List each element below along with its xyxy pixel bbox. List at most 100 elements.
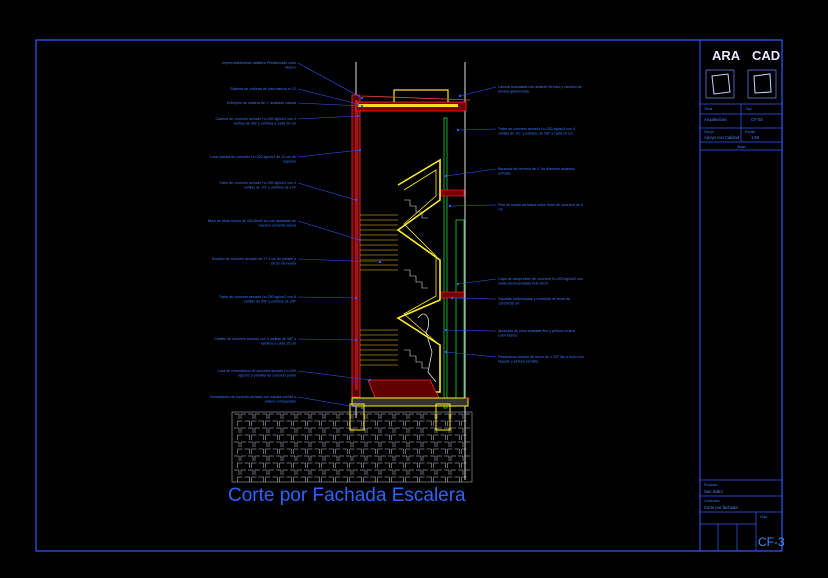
leader-dot (358, 238, 362, 242)
leader-dot (358, 148, 362, 152)
hatch-mark (328, 476, 334, 482)
annotations-right: Lámina acanalada con aislante térmico y … (498, 85, 584, 363)
hatch-mark (346, 469, 352, 475)
hatch-mark (286, 448, 292, 454)
hatch-mark (276, 455, 282, 461)
hatch-mark (377, 420, 383, 426)
leader-left-5 (297, 149, 361, 158)
hatch-mark (416, 469, 422, 475)
hatch-mark (384, 420, 390, 426)
leader-dot (368, 378, 372, 382)
hatch-mark (314, 420, 320, 426)
hatch-mark (391, 462, 397, 468)
hatch-mark (377, 434, 383, 440)
hatch-mark (234, 455, 240, 461)
sheet-number: CF-3 (758, 535, 785, 549)
annotation-right-5: Capa de compresión de concreto f'c=200 k… (498, 277, 583, 285)
hatch-mark (342, 448, 348, 454)
leader-dot (360, 406, 364, 410)
leader-left-6 (297, 182, 357, 201)
hatch-mark (391, 476, 397, 482)
hatch-mark (251, 476, 257, 482)
hatch-mark (258, 420, 264, 426)
hatch-mark (458, 469, 464, 475)
hatch-mark (234, 427, 240, 433)
hatch-mark (307, 476, 313, 482)
annotation-right-8: Pasamanos tubular de acero de 1 1/2" fij… (498, 355, 584, 363)
tb-field2-value: CF-03 (751, 117, 763, 122)
hatch-mark (461, 420, 467, 426)
hatch-mark (461, 476, 467, 482)
hatch-mark (450, 469, 456, 475)
hatch-mark (447, 420, 453, 426)
hatch-mark (440, 462, 446, 468)
hatch-mark (454, 420, 460, 426)
annotation-left-11: Losa de cimentación de concreto armado f… (218, 369, 297, 377)
hatch-mark (408, 427, 414, 433)
leader-right-6 (451, 297, 497, 300)
leader-dot (448, 204, 452, 208)
hatch-mark (430, 469, 436, 475)
hatch-mark (464, 455, 470, 461)
hatch-mark (265, 476, 271, 482)
hatch-mark (430, 413, 436, 419)
annotation-left-1: Impermeabilizante asfáltico Prefabricado… (222, 61, 297, 69)
hatch-mark (296, 427, 302, 433)
human-figure (417, 313, 437, 383)
annotation-left-10: Castillo de concreto armado con 4 varill… (214, 337, 296, 345)
annotation-left-5: Losa maciza de concreto f'c=200 kg/cm2 d… (210, 155, 297, 163)
hatch-mark (412, 448, 418, 454)
hatch-mark (314, 462, 320, 468)
hatch-mark (237, 462, 243, 468)
leader-dot (354, 296, 358, 300)
annotation-left-3: Entrepiso de madera de 1" acabado natura… (227, 101, 297, 105)
hatch-mark (464, 441, 470, 447)
hatch-mark (405, 476, 411, 482)
hatch-mark (293, 434, 299, 440)
hatch-mark (464, 469, 470, 475)
hatch-mark (237, 448, 243, 454)
hatch-mark (346, 441, 352, 447)
tb-field1-label: Tema (704, 107, 712, 111)
hatch-mark (307, 420, 313, 426)
hatch-mark (363, 434, 369, 440)
building-section (349, 62, 471, 480)
hatch-mark (430, 455, 436, 461)
hatch-mark (422, 413, 428, 419)
hatch-mark (440, 448, 446, 454)
hatch-mark (254, 413, 260, 419)
hatch-mark (268, 427, 274, 433)
annotation-right-7: Aplanado de yeso acabado fino y pintura … (498, 329, 575, 337)
hatch-mark (324, 455, 330, 461)
hatch-mark (366, 413, 372, 419)
drawing-title: Corte por Fachada Escalera (228, 485, 466, 506)
annotation-left-8: Escalón de concreto armado de 17.5 cm de… (212, 257, 297, 265)
hatch-mark (380, 455, 386, 461)
right-railing (443, 117, 448, 409)
hatch-mark (338, 455, 344, 461)
hatch-mark (234, 413, 240, 419)
leader-dot (354, 198, 358, 202)
hatch-mark (380, 469, 386, 475)
hatch-mark (444, 455, 450, 461)
hatch-mark (352, 455, 358, 461)
hatch-mark (356, 462, 362, 468)
hatch-mark (265, 434, 271, 440)
hatch-mark (251, 462, 257, 468)
hatch-mark (272, 462, 278, 468)
annotation-left-7: Muro de block hueco de 15x20x40 cm con a… (208, 219, 296, 227)
hatch-mark (416, 427, 422, 433)
hatch-mark (310, 413, 316, 419)
hatch-mark (237, 434, 243, 440)
hatch-mark (244, 434, 250, 440)
leader-right-7 (445, 329, 497, 332)
hatch-mark (265, 462, 271, 468)
hatch-mark (338, 441, 344, 447)
hatch-mark (262, 441, 268, 447)
hatch-mark (244, 462, 250, 468)
hatch-mark (422, 441, 428, 447)
hatch-mark (342, 420, 348, 426)
hatch-mark (262, 413, 268, 419)
hatch-mark (248, 469, 254, 475)
